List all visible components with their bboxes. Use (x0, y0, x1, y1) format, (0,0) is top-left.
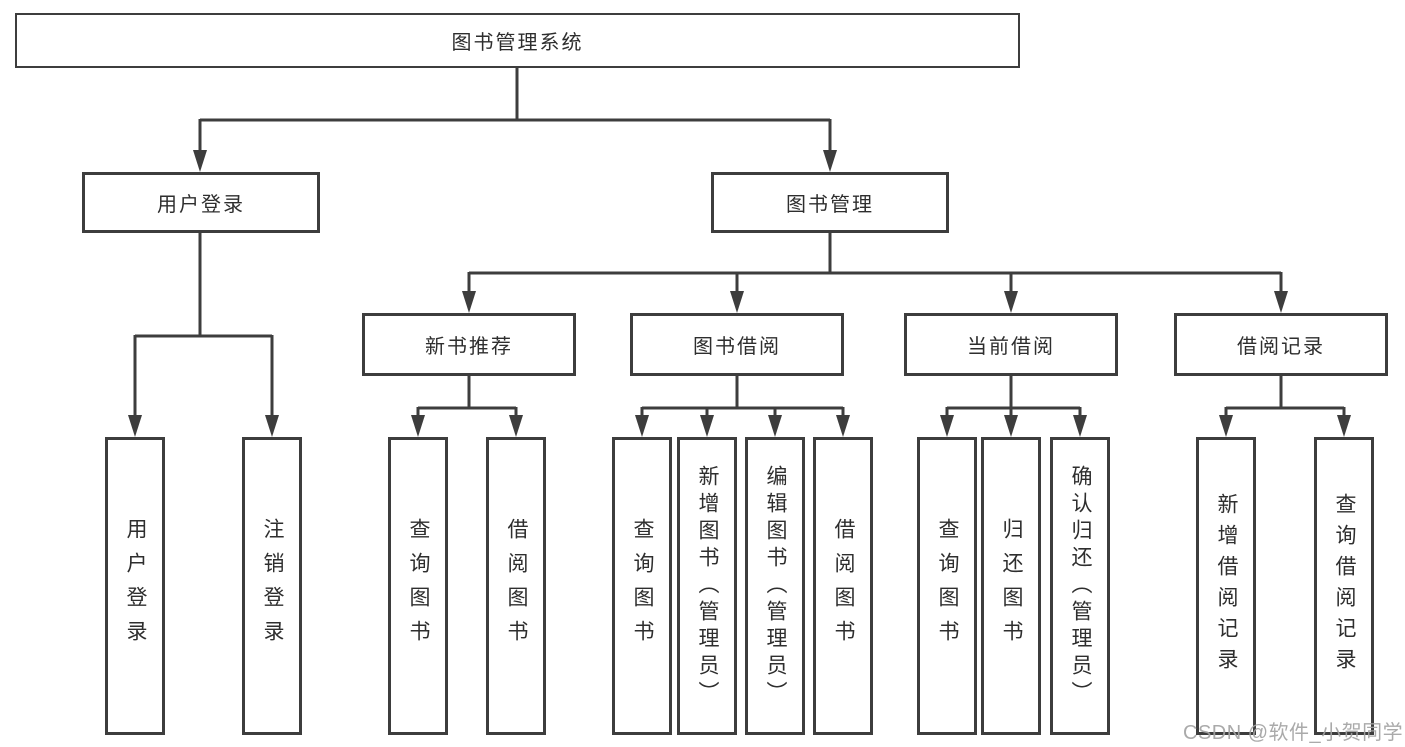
leaf-query-books-borrow: 查询图书 (612, 437, 672, 735)
leaf-borrow-books-recommend: 借阅图书 (486, 437, 546, 735)
node-library-management-system: 图书管理系统 (15, 13, 1020, 68)
node-borrowing-records: 借阅记录 (1174, 313, 1388, 376)
leaf-return-books: 归还图书 (981, 437, 1041, 735)
leaf-query-books-current: 查询图书 (917, 437, 977, 735)
csdn-watermark: CSDN @软件_小贺同学 (1183, 722, 1404, 744)
node-book-borrowing: 图书借阅 (630, 313, 844, 376)
leaf-user-login: 用户登录 (105, 437, 165, 735)
node-new-book-recommendation: 新书推荐 (362, 313, 576, 376)
leaf-query-borrow-record: 查询借阅记录 (1314, 437, 1374, 735)
leaf-edit-books-admin: 编辑图书（管理员） (745, 437, 805, 735)
leaf-query-books-recommend: 查询图书 (388, 437, 448, 735)
node-user-login: 用户登录 (82, 172, 320, 233)
node-current-borrowing: 当前借阅 (904, 313, 1118, 376)
node-book-management: 图书管理 (711, 172, 949, 233)
leaf-add-borrow-record: 新增借阅记录 (1196, 437, 1256, 735)
leaf-confirm-return-admin: 确认归还（管理员） (1050, 437, 1110, 735)
leaf-add-books-admin: 新增图书（管理员） (677, 437, 737, 735)
leaf-borrow-books: 借阅图书 (813, 437, 873, 735)
leaf-logout: 注销登录 (242, 437, 302, 735)
